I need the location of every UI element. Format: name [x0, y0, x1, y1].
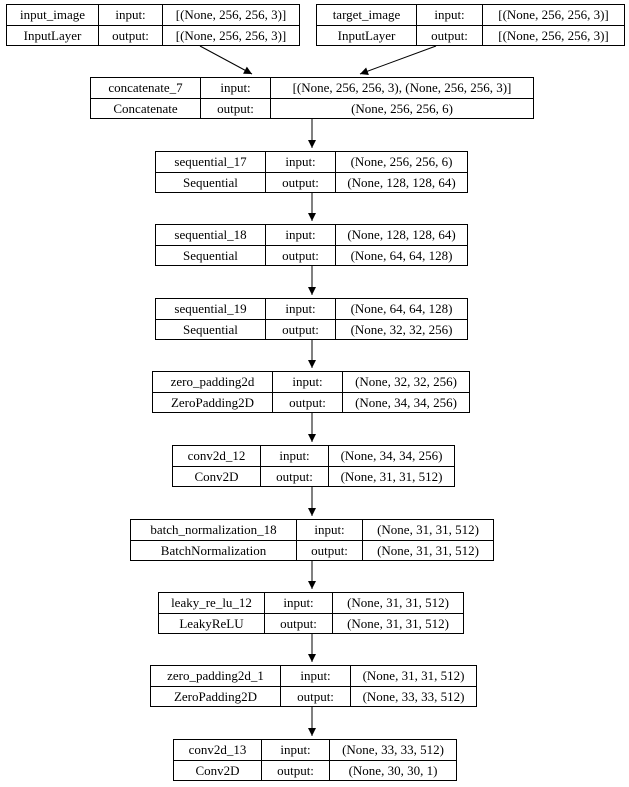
output-shape: (None, 30, 30, 1) [330, 760, 456, 780]
layer-name: conv2d_12 [173, 446, 261, 466]
node-conv2d_13: conv2d_13 input: (None, 33, 33, 512) Con… [173, 739, 457, 781]
output-shape: [(None, 256, 256, 3)] [483, 25, 624, 45]
layer-name: zero_padding2d [153, 372, 273, 392]
output-label: output: [266, 319, 336, 339]
output-label: output: [281, 686, 351, 706]
layer-name: concatenate_7 [91, 78, 201, 98]
output-shape: (None, 64, 64, 128) [336, 245, 467, 265]
layer-type: Concatenate [91, 98, 201, 118]
node-target_image: target_image input: [(None, 256, 256, 3)… [316, 4, 625, 46]
input-label: input: [265, 593, 333, 613]
layer-name: input_image [7, 5, 99, 25]
output-label: output: [266, 245, 336, 265]
output-shape: (None, 31, 31, 512) [363, 540, 493, 560]
input-shape: [(None, 256, 256, 3)] [175, 7, 287, 22]
output-shape: (None, 31, 31, 512) [333, 613, 463, 633]
input-shape: (None, 34, 34, 256) [340, 448, 443, 463]
layer-type: LeakyReLU [159, 613, 265, 633]
layer-name: leaky_re_lu_12 [159, 593, 265, 613]
output-label: output: [297, 540, 363, 560]
output-shape: (None, 33, 33, 512) [351, 686, 476, 706]
node-zero_padding2d: zero_padding2d input: (None, 32, 32, 256… [152, 371, 470, 413]
output-shape: [(None, 256, 256, 3)] [163, 25, 299, 45]
layer-type: Sequential [156, 245, 266, 265]
output-shape: (None, 34, 34, 256) [343, 392, 469, 412]
output-shape: (None, 31, 31, 512) [329, 466, 454, 486]
node-sequential_18: sequential_18 input: (None, 128, 128, 64… [155, 224, 468, 266]
input-shape: (None, 33, 33, 512) [342, 742, 444, 757]
layer-name: target_image [317, 5, 417, 25]
edge-input_image-concatenate_7 [199, 45, 253, 75]
layer-name: sequential_17 [156, 152, 266, 172]
input-label: input: [262, 740, 330, 760]
input-label: input: [273, 372, 343, 392]
output-label: output: [273, 392, 343, 412]
node-leaky_re_lu_12: leaky_re_lu_12 input: (None, 31, 31, 512… [158, 592, 464, 634]
node-input_image: input_image input: [(None, 256, 256, 3)]… [6, 4, 300, 46]
output-label: output: [266, 172, 336, 192]
input-shape: [(None, 256, 256, 3)] [498, 7, 609, 22]
layer-type: Sequential [156, 319, 266, 339]
layer-type: InputLayer [317, 25, 417, 45]
node-batch_normalization_18: batch_normalization_18 input: (None, 31,… [130, 519, 494, 561]
input-label: input: [266, 225, 336, 245]
output-shape: (None, 128, 128, 64) [336, 172, 467, 192]
node-conv2d_12: conv2d_12 input: (None, 34, 34, 256) Con… [172, 445, 455, 487]
node-sequential_19: sequential_19 input: (None, 64, 64, 128)… [155, 298, 468, 340]
input-shape: (None, 31, 31, 512) [377, 522, 479, 537]
input-shape: (None, 31, 31, 512) [347, 595, 449, 610]
layer-type: Conv2D [174, 760, 262, 780]
input-label: input: [201, 78, 271, 98]
input-shape: (None, 256, 256, 6) [350, 154, 453, 169]
output-label: output: [417, 25, 483, 45]
input-shape: [(None, 256, 256, 3), (None, 256, 256, 3… [292, 80, 512, 95]
layer-name: zero_padding2d_1 [151, 666, 281, 686]
edge-target_image-concatenate_7 [359, 45, 437, 75]
layer-name: batch_normalization_18 [131, 520, 297, 540]
input-label: input: [417, 5, 483, 25]
input-label: input: [297, 520, 363, 540]
layer-name: sequential_18 [156, 225, 266, 245]
input-label: input: [266, 299, 336, 319]
input-label: input: [99, 5, 163, 25]
input-label: input: [266, 152, 336, 172]
output-shape: (None, 256, 256, 6) [271, 98, 533, 118]
layer-type: ZeroPadding2D [153, 392, 273, 412]
input-shape: (None, 128, 128, 64) [347, 227, 456, 242]
output-label: output: [201, 98, 271, 118]
layer-name: sequential_19 [156, 299, 266, 319]
layer-type: InputLayer [7, 25, 99, 45]
layer-type: BatchNormalization [131, 540, 297, 560]
layer-name: conv2d_13 [174, 740, 262, 760]
node-sequential_17: sequential_17 input: (None, 256, 256, 6)… [155, 151, 468, 193]
layer-type: Sequential [156, 172, 266, 192]
input-label: input: [281, 666, 351, 686]
layer-type: ZeroPadding2D [151, 686, 281, 706]
node-concatenate_7: concatenate_7 input: [(None, 256, 256, 3… [90, 77, 534, 119]
input-shape: (None, 64, 64, 128) [350, 301, 453, 316]
input-shape: (None, 32, 32, 256) [355, 374, 457, 389]
output-shape: (None, 32, 32, 256) [336, 319, 467, 339]
output-label: output: [99, 25, 163, 45]
node-zero_padding2d_1: zero_padding2d_1 input: (None, 31, 31, 5… [150, 665, 477, 707]
input-label: input: [261, 446, 329, 466]
output-label: output: [265, 613, 333, 633]
layer-type: Conv2D [173, 466, 261, 486]
output-label: output: [261, 466, 329, 486]
input-shape: (None, 31, 31, 512) [362, 668, 465, 683]
output-label: output: [262, 760, 330, 780]
